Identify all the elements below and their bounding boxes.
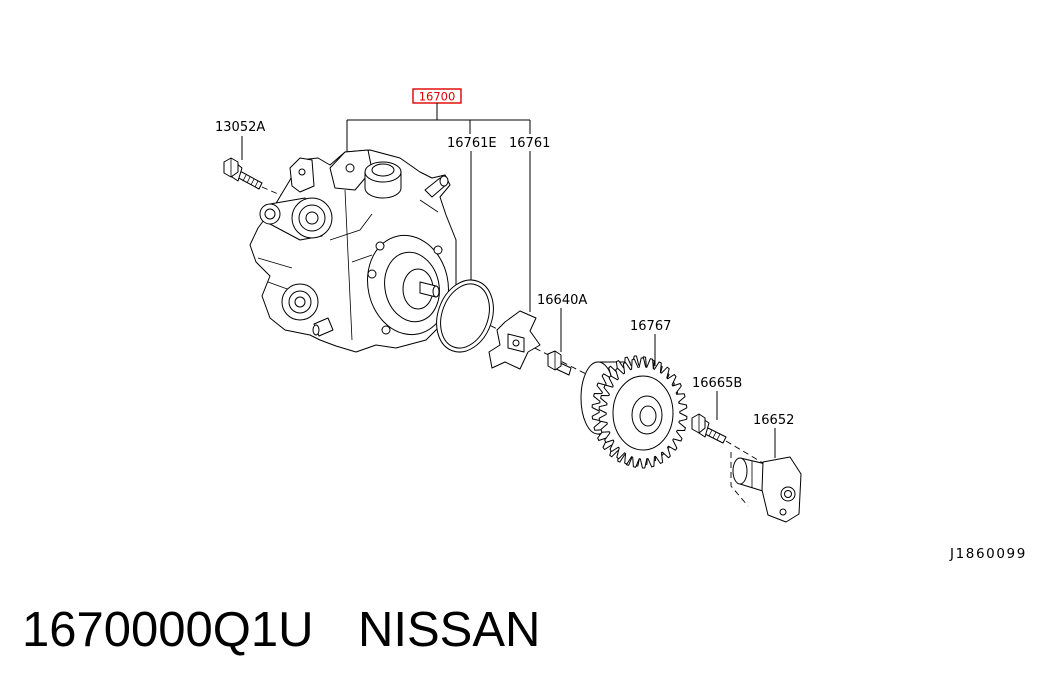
part-number: 1670000Q1U (22, 603, 314, 657)
bolt-thread (708, 429, 721, 441)
bolt-head (691, 413, 706, 434)
callout-coupling: 16761 (509, 136, 550, 151)
callout-sensor: 16652 (753, 413, 794, 428)
left-valve-inner (305, 211, 319, 225)
bolt-thread (242, 174, 259, 188)
shaft-end (432, 285, 440, 298)
flange-bolt-hole (381, 325, 391, 335)
coupling-hole (512, 339, 520, 347)
position-sensor (732, 456, 802, 523)
brand-name: NISSAN (358, 603, 540, 657)
nut-hex (547, 350, 562, 371)
flange-bolt-hole (375, 241, 385, 251)
illustration-code: J1860099 (949, 546, 1027, 562)
pump-bolt (223, 157, 263, 190)
assembly-callout: 16700 (346, 88, 531, 156)
o-ring-inner (440, 283, 490, 349)
top-block-screw (345, 163, 355, 173)
callout-sensor-bolt: 16665B (692, 376, 742, 391)
assembly-axis-sensor-bolt (725, 440, 769, 467)
sensor-bolt (691, 413, 727, 444)
pump-gear (580, 355, 688, 469)
pump-body-edge (257, 189, 439, 341)
pump-head-inner (371, 163, 395, 177)
assembly-axis-sensor (730, 452, 749, 507)
sensor-flange (761, 456, 802, 523)
assembly-axis-bolt (261, 186, 293, 201)
connector-end (312, 324, 320, 336)
callout-o-ring: 16761E (447, 136, 497, 151)
flange-bolt-hole (433, 245, 443, 255)
callout-nut: 16640A (537, 293, 587, 308)
lower-boss-inner (294, 296, 306, 308)
sensor-mount-hole-inner (784, 490, 792, 498)
fuel-pump (249, 149, 457, 353)
gear-bore (639, 405, 657, 427)
left-boss-inner (264, 208, 276, 220)
callout-pump-bolt: 13052A (215, 120, 265, 135)
flange-bolt-hole (367, 269, 377, 279)
pipe-end (439, 175, 449, 187)
assembly-label: 16700 (419, 90, 456, 104)
coupling (488, 310, 541, 370)
sensor-small-hole (779, 508, 787, 516)
shaft-nut (547, 350, 572, 376)
o-ring (436, 279, 494, 353)
sensor-tip (732, 457, 748, 485)
bracket-hole (298, 168, 306, 176)
callout-gear: 16767 (630, 319, 671, 334)
